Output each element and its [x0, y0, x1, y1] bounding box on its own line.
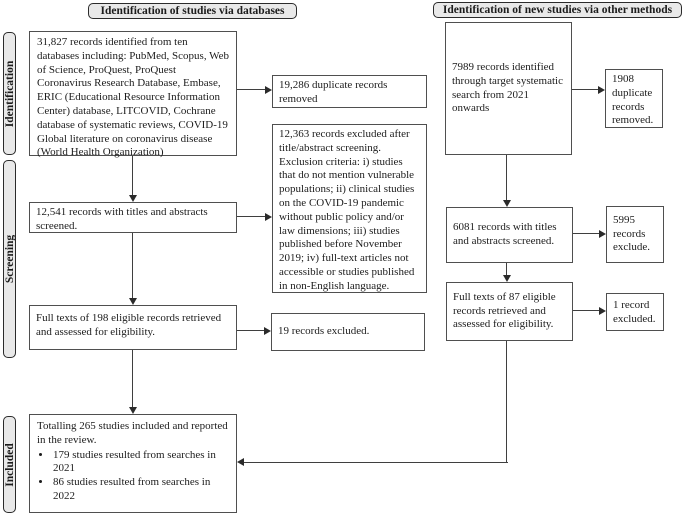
arrow-line-om-to-duplicates	[572, 89, 598, 91]
db-records-excluded-text: 19 records excluded.	[278, 325, 370, 338]
om-records-identified-text: 7989 records identified through target s…	[452, 60, 563, 115]
included-bullet-2022: 86 studies resulted from searches in 202…	[52, 476, 229, 504]
arrow-line-fulltexts-to-included	[132, 350, 134, 408]
arrowhead-screened-to-excluded	[265, 213, 272, 221]
db-duplicates-removed-text: 19,286 duplicate records removed	[279, 79, 388, 105]
box-db-records-excluded: 19 records excluded.	[271, 313, 425, 351]
arrowhead-db-to-screened	[129, 195, 137, 202]
arrow-line-om-screened-to-fulltexts	[506, 263, 508, 276]
db-full-texts-assessed-text: Full texts of 198 eligible records retri…	[36, 312, 222, 338]
arrow-line-db-to-screened	[132, 156, 134, 196]
arrowhead-om-to-screened	[503, 200, 511, 207]
stage-label-identification-text: Identification	[3, 60, 16, 127]
om-duplicates-removed-text: 1908 duplicate records removed.	[612, 73, 654, 127]
arrow-line-fulltexts-to-excluded	[237, 330, 264, 332]
stage-label-included: Included	[3, 416, 16, 513]
arrowhead-om-to-included	[237, 458, 244, 466]
om-screening-excluded-text: 5995 records exclude.	[613, 213, 650, 254]
arrowhead-fulltexts-to-included	[129, 407, 137, 414]
arrow-line-om-fulltexts-down	[506, 341, 508, 463]
arrow-line-om-to-included	[244, 462, 508, 464]
box-om-record-excluded: 1 record excluded.	[606, 293, 664, 331]
box-om-screening-excluded: 5995 records exclude.	[606, 206, 664, 263]
stage-label-included-text: Included	[3, 442, 16, 487]
db-records-identified-text: 31,827 records identified from ten datab…	[37, 36, 230, 159]
db-excluded-after-screening-text: 12,363 records excluded after title/abst…	[279, 128, 415, 292]
om-full-texts-assessed-text: Full texts of 87 eligible records retrie…	[453, 290, 556, 331]
arrow-line-screened-to-fulltexts	[132, 233, 134, 299]
header-databases: Identification of studies via databases	[88, 3, 297, 19]
included-summary-text: Totalling 265 studies included and repor…	[37, 420, 228, 446]
header-databases-label: Identification of studies via databases	[100, 5, 285, 17]
box-db-duplicates-removed: 19,286 duplicate records removed	[272, 75, 427, 108]
arrow-line-db-to-duplicates	[237, 89, 265, 91]
arrow-line-screened-to-excluded	[237, 216, 265, 218]
box-om-records-screened: 6081 records with titles and abstracts s…	[446, 207, 573, 263]
header-other-methods-label: Identification of new studies via other …	[442, 4, 673, 16]
included-bullet-2021: 179 studies resulted from searches in 20…	[52, 449, 229, 477]
box-db-excluded-after-screening: 12,363 records excluded after title/abst…	[272, 124, 427, 293]
arrow-line-om-fulltexts-to-excluded	[573, 310, 599, 312]
om-record-excluded-text: 1 record excluded.	[613, 299, 656, 325]
arrowhead-om-to-duplicates	[598, 86, 605, 94]
box-db-records-identified: 31,827 records identified from ten datab…	[29, 31, 237, 159]
arrowhead-om-fulltexts-to-excluded	[599, 307, 606, 315]
arrow-line-om-to-screened	[506, 155, 508, 201]
box-db-full-texts-assessed: Full texts of 198 eligible records retri…	[29, 305, 237, 350]
arrow-line-om-screened-to-excluded	[573, 233, 599, 235]
stage-label-screening-text: Screening	[3, 234, 16, 284]
arrowhead-screened-to-fulltexts	[129, 298, 137, 305]
box-om-duplicates-removed: 1908 duplicate records removed.	[605, 69, 663, 128]
box-om-records-identified: 7989 records identified through target s…	[445, 22, 572, 155]
stage-label-identification: Identification	[3, 32, 16, 155]
arrowhead-db-to-duplicates	[265, 86, 272, 94]
arrowhead-om-screened-to-fulltexts	[503, 275, 511, 282]
header-other-methods: Identification of new studies via other …	[433, 2, 682, 18]
stage-label-screening: Screening	[3, 160, 16, 358]
arrowhead-fulltexts-to-excluded	[264, 327, 271, 335]
box-included-summary: Totalling 265 studies included and repor…	[29, 414, 237, 513]
db-records-screened-text: 12,541 records with titles and abstracts…	[36, 206, 208, 232]
box-db-records-screened: 12,541 records with titles and abstracts…	[29, 202, 237, 233]
included-bullet-list: 179 studies resulted from searches in 20…	[37, 449, 229, 504]
om-records-screened-text: 6081 records with titles and abstracts s…	[453, 221, 557, 247]
box-om-full-texts-assessed: Full texts of 87 eligible records retrie…	[446, 282, 573, 341]
arrowhead-om-screened-to-excluded	[599, 230, 606, 238]
